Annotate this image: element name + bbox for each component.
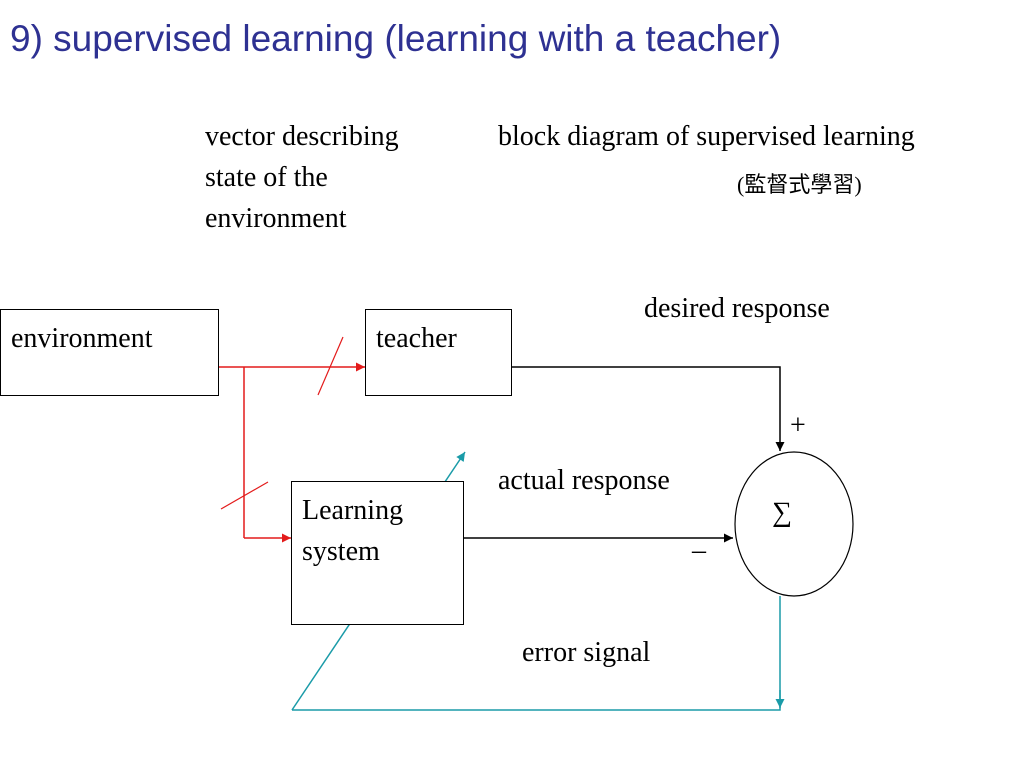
- learning-system-box: Learning system: [291, 481, 464, 625]
- vector-slash-upper: [317, 336, 344, 396]
- summing-junction: [734, 451, 854, 597]
- state-vector-caption-line: environment: [205, 203, 347, 234]
- teacher-label: teacher: [376, 323, 457, 354]
- learning-system-label-line: Learning: [302, 495, 404, 526]
- desired-response-line: [512, 366, 785, 451]
- error-signal-line: [292, 596, 781, 711]
- minus-sign-label: –: [692, 535, 706, 566]
- vector-slash-lower: [220, 481, 269, 510]
- learning-system-label: Learning system: [302, 490, 403, 572]
- actual-response-label: actual response: [498, 465, 670, 496]
- diagram-subheading: (監督式學習): [737, 172, 862, 197]
- error-signal-label: error signal: [522, 637, 651, 668]
- teacher-box: teacher: [365, 309, 512, 396]
- sum-symbol: ∑: [772, 497, 792, 528]
- desired-response-label: desired response: [644, 293, 830, 324]
- plus-sign-label: +: [790, 410, 806, 441]
- diagram-heading: block diagram of supervised learning: [498, 121, 915, 152]
- environment-label: environment: [11, 323, 153, 354]
- state-vector-caption-line: state of the: [205, 162, 328, 193]
- page-title: 9) supervised learning (learning with a …: [10, 18, 782, 59]
- state-vector-caption: vector describing state of the environme…: [205, 116, 399, 239]
- environment-box: environment: [0, 309, 219, 396]
- state-vector-caption-line: vector describing: [205, 121, 399, 152]
- learning-system-label-line: system: [302, 536, 380, 567]
